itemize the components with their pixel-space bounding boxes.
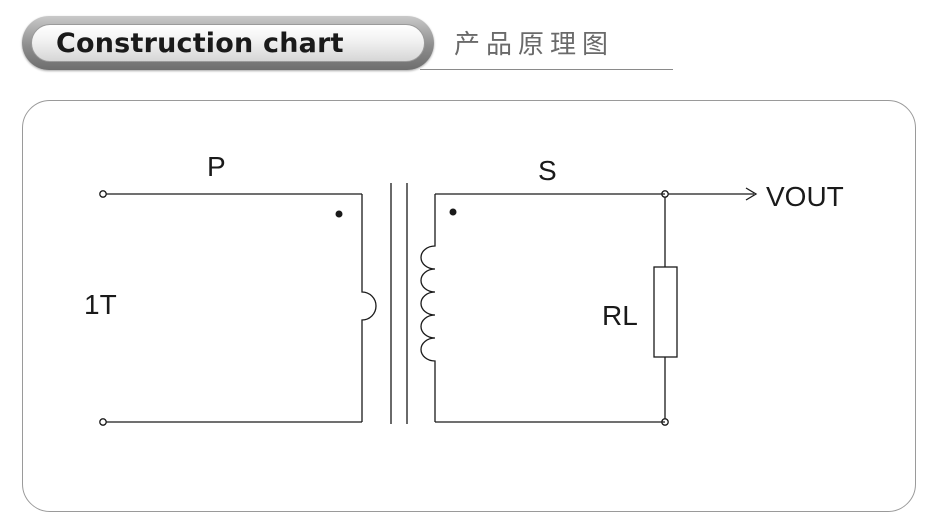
- load-resistor: [653, 266, 678, 358]
- label-turns: 1T: [84, 289, 117, 320]
- diagram-panel: [22, 100, 916, 512]
- input-terminal-bottom: [99, 418, 107, 426]
- label-output: VOUT: [766, 181, 844, 212]
- primary-winding: [361, 194, 377, 422]
- secondary-polarity-dot: [449, 208, 457, 216]
- secondary-winding: [420, 194, 436, 422]
- page-subtitle: 产品原理图: [454, 30, 615, 60]
- header-underline: [420, 69, 673, 70]
- page-title: Construction chart: [56, 28, 344, 59]
- label-primary: P: [207, 151, 226, 182]
- header-badge: Construction chart: [22, 16, 434, 70]
- primary-polarity-dot: [335, 210, 343, 218]
- input-terminal-top: [99, 190, 107, 198]
- header-badge-inner: Construction chart: [31, 24, 425, 62]
- output-arrow-icon: [745, 187, 758, 201]
- label-secondary: S: [538, 155, 557, 186]
- label-load: RL: [602, 300, 638, 331]
